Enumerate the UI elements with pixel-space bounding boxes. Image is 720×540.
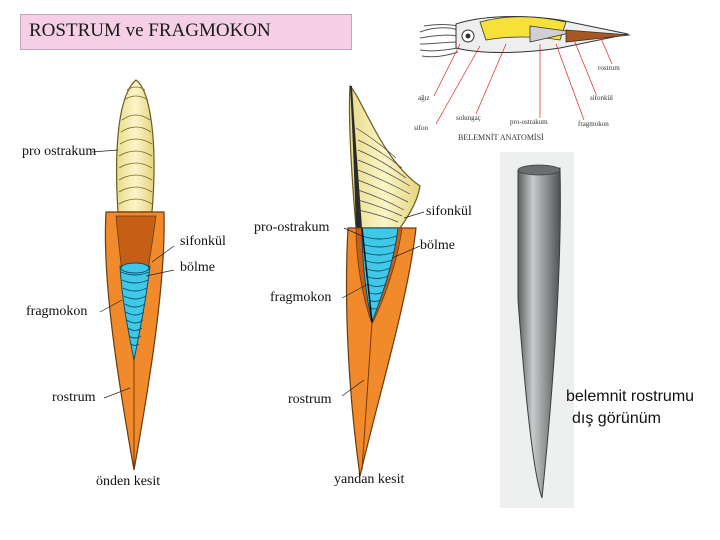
anatomy-label-agiz: ağız [418, 94, 430, 102]
anatomy-tentacles [420, 25, 458, 57]
front-section-diagram [92, 80, 174, 470]
anatomy-label-fragmokon: fragmokon [578, 120, 609, 128]
side-label-fragmokon: fragmokon [270, 290, 331, 306]
anatomy-label-sifonkul: sifonkül [590, 94, 613, 102]
front-label-rostrum: rostrum [52, 390, 96, 406]
anatomy-label-solungac: solungaç [456, 114, 481, 122]
rostrum-photo [500, 152, 574, 508]
photo-caption-line2: dış görünüm [572, 410, 661, 428]
side-label-bolme: bölme [420, 238, 455, 254]
front-caption: önden kesit [96, 474, 160, 490]
front-label-sifonkul: sifonkül [180, 234, 226, 250]
anatomy-label-sifon: sifon [414, 124, 428, 132]
front-label-proostrakum: pro ostrakum [22, 144, 96, 160]
front-proostrakum [117, 80, 154, 212]
front-label-bolme: bölme [180, 260, 215, 276]
side-section-diagram [342, 86, 424, 476]
side-label-rostrum: rostrum [288, 392, 332, 408]
anatomy-label-proostrakum: pro-ostrakum [510, 118, 548, 126]
side-caption: yandan kesit [334, 472, 404, 488]
anatomy-caption: BELEMNİT ANATOMİSİ [458, 133, 544, 142]
photo-caption-line1: belemnit rostrumu [566, 388, 694, 406]
front-label-fragmokon: fragmokon [26, 304, 87, 320]
anatomy-label-rostrum: rostrum [598, 64, 620, 72]
side-label-proostrakum: pro-ostrakum [254, 220, 329, 236]
front-protoconch [121, 263, 149, 273]
side-label-sifonkul: sifonkül [426, 204, 472, 220]
